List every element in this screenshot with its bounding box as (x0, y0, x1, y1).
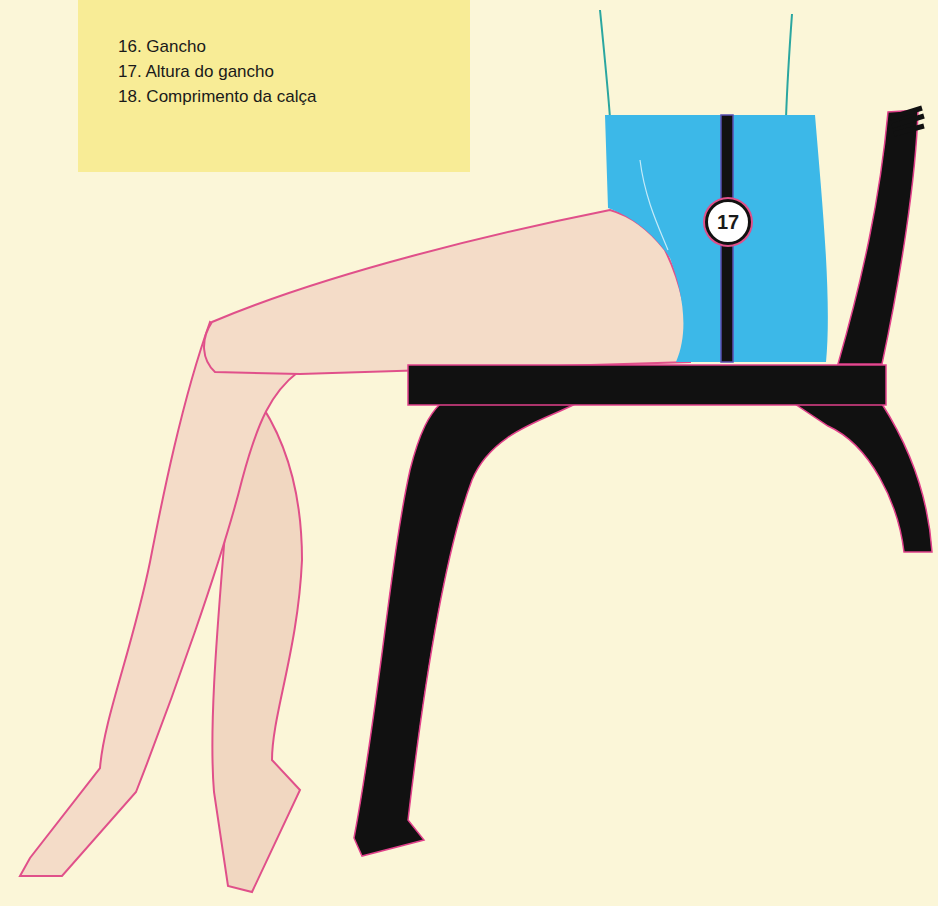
callout-number: 17 (717, 202, 739, 242)
chair-seat (408, 365, 886, 405)
legend-box: 16. Gancho17. Altura do gancho18. Compri… (78, 0, 470, 172)
chair-back (838, 110, 918, 364)
shorts-highlight (640, 160, 668, 250)
legend-item: 18. Comprimento da calça (118, 84, 450, 109)
callout-circle: 17 (705, 199, 751, 245)
chair-leg (354, 404, 575, 856)
legend-item: 17. Altura do gancho (118, 59, 450, 84)
chair-back-top (890, 108, 924, 134)
thigh (204, 210, 690, 374)
legend-item: 16. Gancho (118, 34, 450, 59)
shorts (605, 115, 828, 362)
torso-line (600, 10, 610, 118)
leg (20, 322, 298, 876)
chair-leg (795, 404, 932, 552)
torso-line (786, 14, 792, 118)
